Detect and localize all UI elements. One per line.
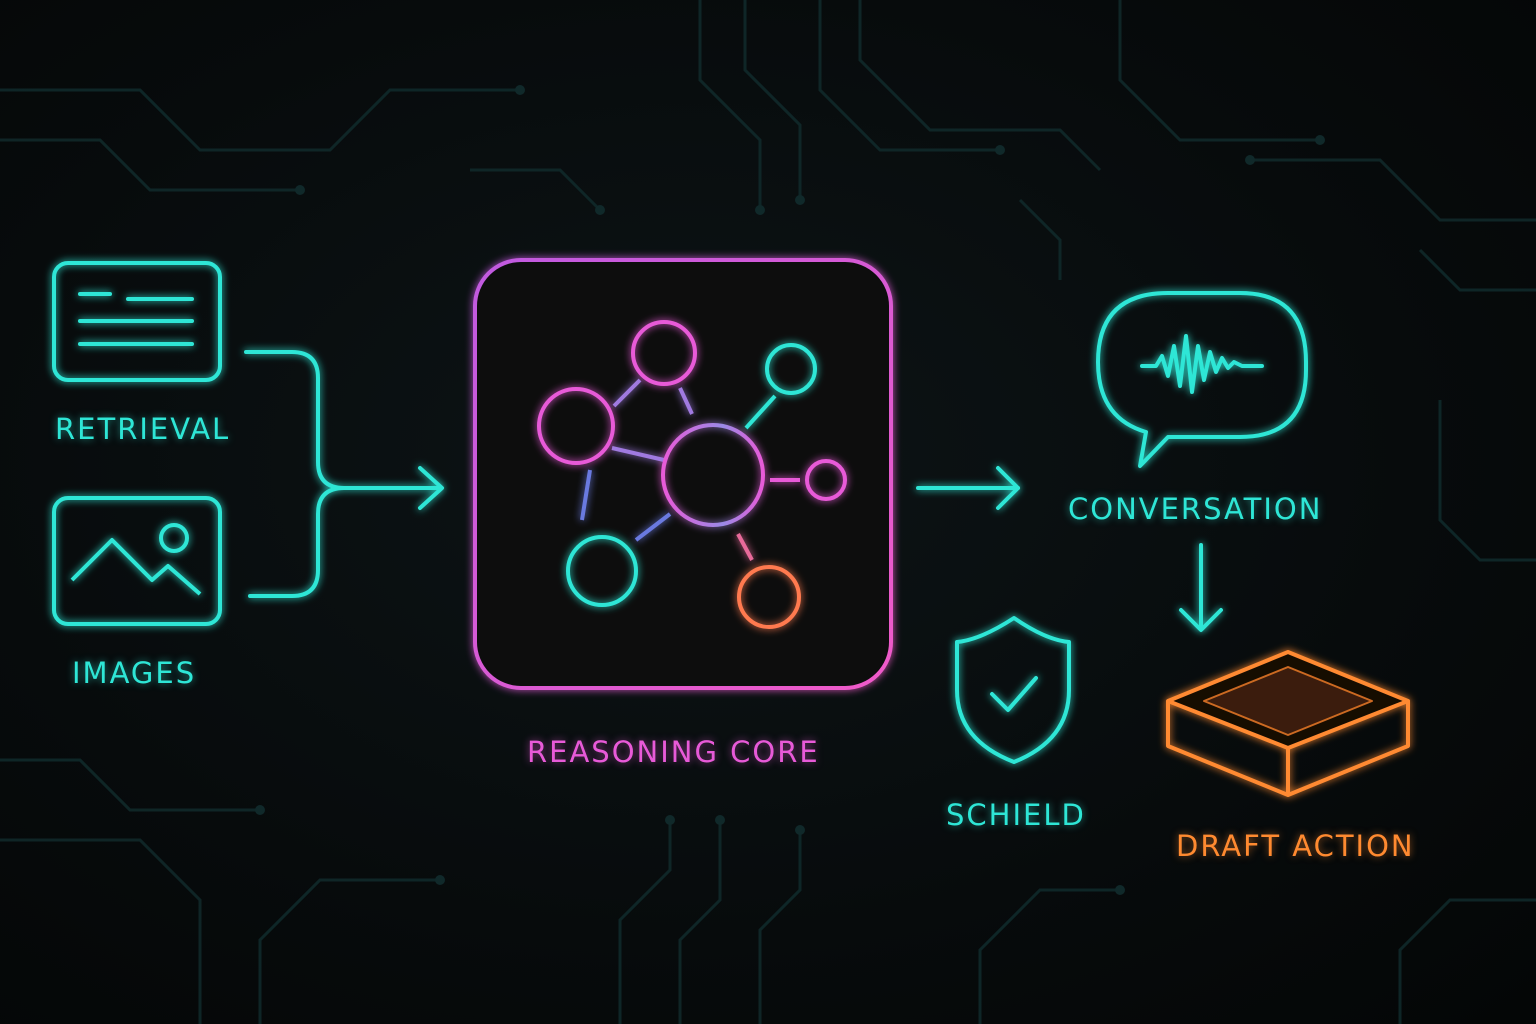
shield-label: SCHIELD — [946, 798, 1086, 832]
input-connector — [244, 350, 444, 598]
reasoning-core-label: REASONING CORE — [527, 735, 820, 769]
open-box-icon — [1166, 650, 1410, 797]
retrieval-label: RETRIEVAL — [55, 412, 231, 446]
core-to-conversation-arrow — [916, 466, 1020, 510]
draft-action-label: DRAFT ACTION — [1176, 829, 1415, 863]
speech-bubble-waveform-icon — [1096, 291, 1308, 468]
conversation-to-action-arrow — [1179, 543, 1223, 632]
shield-check-icon — [955, 616, 1071, 764]
network-graph-icon — [537, 320, 847, 629]
document-lines-icon — [52, 261, 222, 382]
circuit-pads — [255, 85, 1325, 895]
image-mountain-icon — [52, 496, 222, 626]
conversation-label: CONVERSATION — [1068, 492, 1323, 526]
images-label: IMAGES — [72, 656, 197, 690]
reasoning-core-frame — [473, 258, 893, 690]
